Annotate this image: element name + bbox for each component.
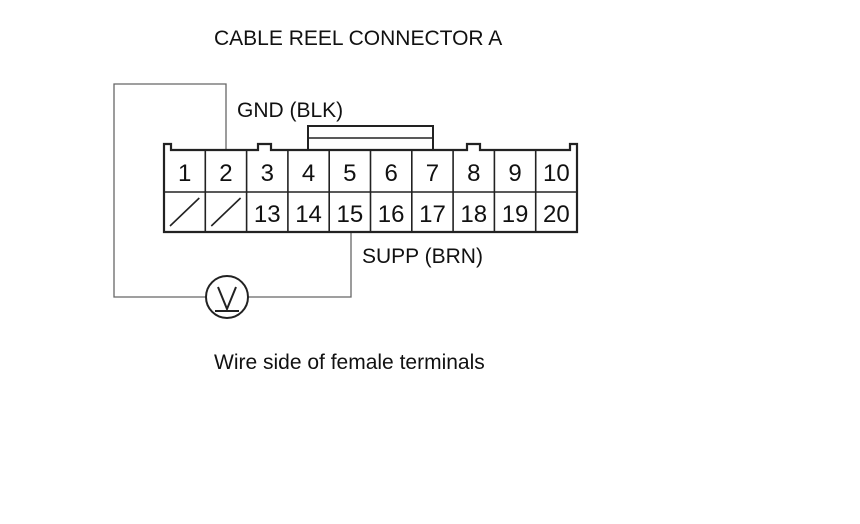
diagram-title: CABLE REEL CONNECTOR A	[214, 27, 503, 50]
terminal-13: 13	[254, 201, 281, 228]
terminal-14: 14	[295, 201, 322, 228]
terminal-1: 1	[178, 160, 191, 187]
terminal-6: 6	[384, 160, 397, 187]
terminal-10: 10	[543, 160, 570, 187]
terminal-9: 9	[508, 160, 521, 187]
probe-wire-supp	[248, 232, 352, 298]
terminal-4: 4	[302, 160, 315, 187]
terminal-2: 2	[219, 160, 232, 187]
caption: Wire side of female terminals	[214, 351, 485, 374]
supp-wire-label: SUPP (BRN)	[362, 245, 483, 268]
terminal-18: 18	[460, 201, 487, 228]
terminal-8: 8	[467, 160, 480, 187]
voltmeter-icon	[205, 275, 249, 319]
unused-cavity-slash	[210, 197, 242, 227]
gnd-wire-label: GND (BLK)	[237, 99, 344, 122]
terminal-5: 5	[343, 160, 356, 187]
terminal-7: 7	[426, 160, 439, 187]
probe-wire-gnd	[113, 83, 227, 298]
terminal-3: 3	[261, 160, 274, 187]
connector-body	[162, 142, 579, 234]
terminal-19: 19	[502, 201, 529, 228]
terminal-15: 15	[336, 201, 363, 228]
terminal-16: 16	[378, 201, 405, 228]
terminal-17: 17	[419, 201, 446, 228]
unused-cavity-slash	[169, 197, 200, 227]
terminal-20: 20	[543, 201, 570, 228]
